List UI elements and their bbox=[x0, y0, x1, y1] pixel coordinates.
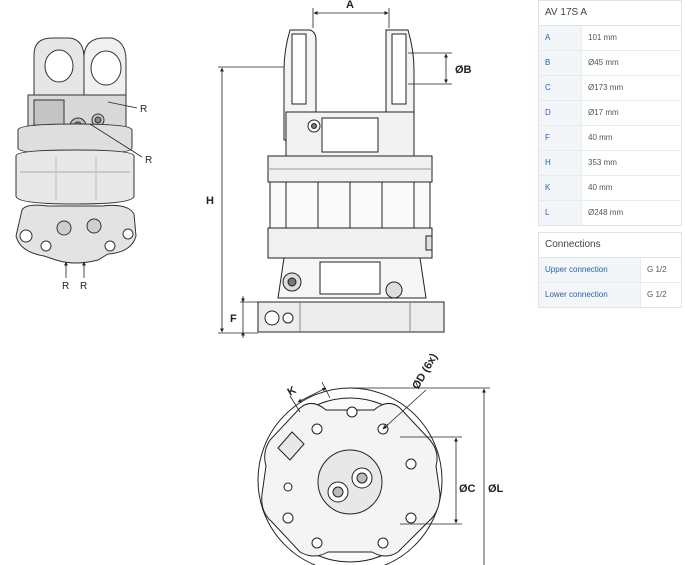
side-view-dimensions bbox=[218, 8, 452, 338]
spec-value: 101 mm bbox=[588, 33, 617, 42]
dimension-label-c: ØC bbox=[459, 483, 476, 495]
connection-row-upper: Upper connection G 1/2 bbox=[539, 258, 681, 283]
port-label-r-bottom-left: R bbox=[62, 281, 69, 292]
connection-key: Lower connection bbox=[539, 283, 641, 307]
connection-value: G 1/2 bbox=[647, 290, 667, 299]
spec-key: C bbox=[539, 76, 582, 100]
dimension-label-a: A bbox=[346, 0, 354, 11]
spec-value: 40 mm bbox=[588, 133, 613, 142]
spec-value: 40 mm bbox=[588, 183, 613, 192]
dimension-label-f: F bbox=[230, 313, 237, 325]
spec-key: F bbox=[539, 126, 582, 150]
spec-value: Ø248 mm bbox=[588, 208, 624, 217]
side-elevation-view bbox=[257, 29, 445, 333]
spec-value: Ø173 mm bbox=[588, 83, 624, 92]
spec-row-a: A 101 mm bbox=[539, 26, 681, 51]
isometric-rotator-view bbox=[15, 37, 137, 264]
spec-row-b: B Ø45 mm bbox=[539, 51, 681, 76]
dimension-label-b: ØB bbox=[455, 64, 472, 76]
spec-table-title: AV 17S A bbox=[539, 1, 681, 26]
connection-key: Upper connection bbox=[539, 258, 641, 282]
dimension-label-k: K bbox=[286, 384, 299, 398]
dimension-label-l: ØL bbox=[488, 483, 504, 495]
spec-key: D bbox=[539, 101, 582, 125]
spec-value: Ø45 mm bbox=[588, 58, 619, 67]
connection-row-lower: Lower connection G 1/2 bbox=[539, 283, 681, 307]
spec-value: Ø17 mm bbox=[588, 108, 619, 117]
spec-row-l: L Ø248 mm bbox=[539, 201, 681, 225]
connections-table: Connections Upper connection G 1/2 Lower… bbox=[538, 232, 682, 308]
port-label-r-upper: R bbox=[140, 104, 147, 115]
spec-table: AV 17S A A 101 mm B Ø45 mm C Ø173 mm D Ø… bbox=[538, 0, 682, 226]
top-view bbox=[257, 387, 443, 565]
dimension-label-d: ØD (6x) bbox=[410, 351, 440, 391]
spec-value: 353 mm bbox=[588, 158, 617, 167]
port-label-r-middle: R bbox=[145, 155, 152, 166]
spec-row-c: C Ø173 mm bbox=[539, 76, 681, 101]
connection-value: G 1/2 bbox=[647, 265, 667, 274]
spec-key: A bbox=[539, 26, 582, 50]
dimension-label-h: H bbox=[206, 195, 214, 207]
spec-key: H bbox=[539, 151, 582, 175]
spec-row-k: K 40 mm bbox=[539, 176, 681, 201]
port-label-r-bottom-right: R bbox=[80, 281, 87, 292]
spec-row-h: H 353 mm bbox=[539, 151, 681, 176]
isometric-port-pointers bbox=[64, 101, 143, 278]
top-view-dimensions bbox=[289, 381, 490, 565]
spec-row-f: F 40 mm bbox=[539, 126, 681, 151]
spec-key: B bbox=[539, 51, 582, 75]
connections-table-title: Connections bbox=[539, 233, 681, 258]
spec-row-d: D Ø17 mm bbox=[539, 101, 681, 126]
spec-key: L bbox=[539, 201, 582, 225]
spec-key: K bbox=[539, 176, 582, 200]
